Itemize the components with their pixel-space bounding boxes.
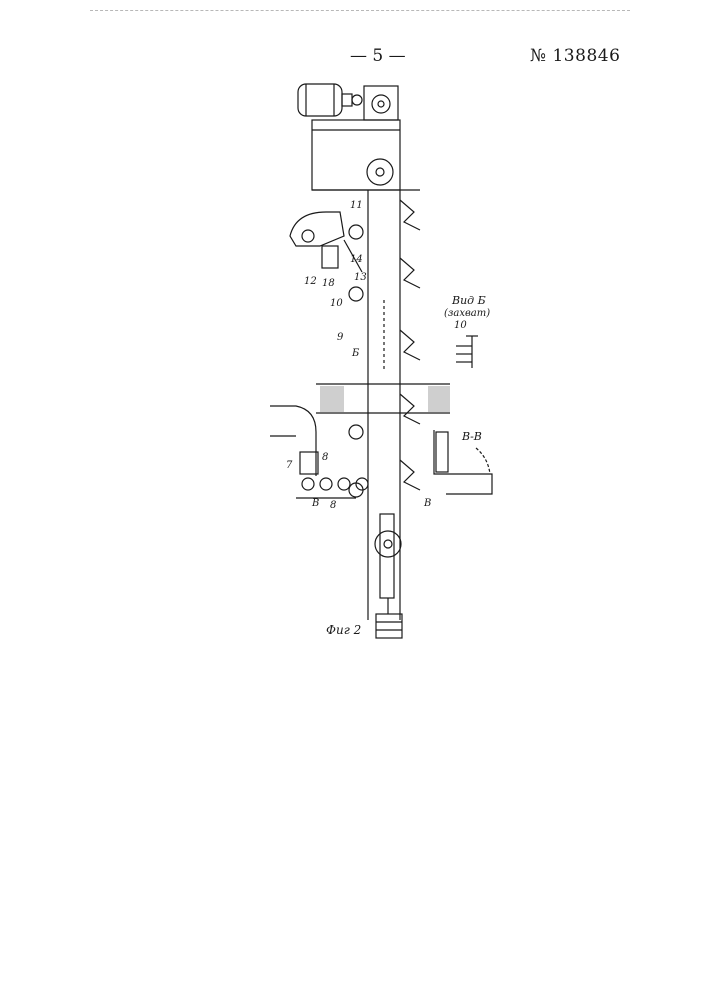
label-v-bottom: В <box>311 498 319 509</box>
drive-motor <box>298 84 398 120</box>
label-8-upper: 8 <box>322 452 328 463</box>
drive-frame <box>312 120 420 190</box>
label-b-arrow: Б <box>351 348 360 359</box>
label-18: 18 <box>322 278 335 289</box>
tension-weight <box>375 514 402 638</box>
label-10-left: 10 <box>330 298 343 309</box>
floor-slab <box>316 384 450 413</box>
label-12: 12 <box>304 276 317 287</box>
label-7: 7 <box>286 460 293 471</box>
section-v-v-title: В-В <box>461 430 482 443</box>
view-b-subtitle: (захват) <box>444 308 490 319</box>
label-8-lower: 8 <box>330 500 336 511</box>
grippers-right <box>400 200 420 490</box>
label-14: 14 <box>350 254 363 265</box>
feed-chute-lower <box>270 406 368 498</box>
label-10-view: 10 <box>454 320 467 331</box>
figure-caption: Фиг 2 <box>326 623 361 637</box>
view-b-gripper <box>456 336 478 368</box>
label-11: 11 <box>350 200 363 211</box>
rollers-left <box>349 225 363 497</box>
label-9: 9 <box>337 332 344 343</box>
label-13: 13 <box>354 272 367 283</box>
view-b-title: Вид Б <box>451 294 486 307</box>
label-v-top: В <box>423 498 431 509</box>
